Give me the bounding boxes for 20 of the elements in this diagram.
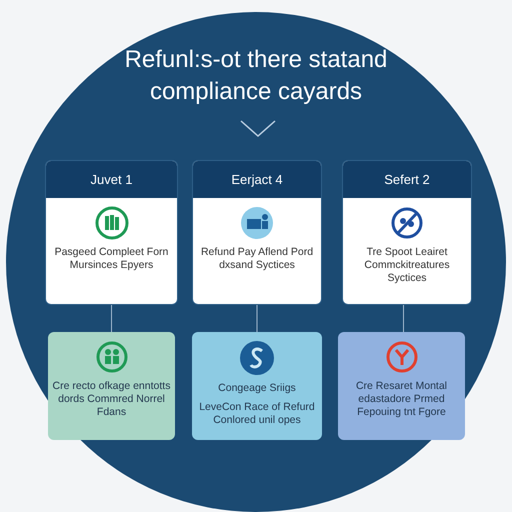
card-text: Tre Spoot Leairet Commckitreatures Syctices [363,246,451,285]
card-text: Congeage Sriigs [217,382,297,395]
card-text: Cre Resaret Montal edastadore Prmed Fepouing tnt Fgore [354,380,448,419]
card-text: Pasgeed Compleet Forn Mursinces Epyers [54,246,170,272]
connector-line [111,304,112,332]
detail-card [192,332,322,440]
card-heading: Juvet 1 [46,161,177,198]
detail-card [48,332,175,440]
step-card [192,160,322,305]
card-text: LeveCon Race of Refurd Conlored unil opes [198,401,316,427]
card-text: Refund Pay Aflend Pord dxsand Syctices [200,246,314,272]
connector-line [403,304,404,332]
card-text: Cre recto ofkage enntotts dords Commred Norrel Fdans [52,380,172,419]
connector-line [256,304,258,332]
detail-card [338,332,465,440]
step-card [342,160,472,305]
card-heading: Eerjact 4 [193,161,321,198]
title: Refunl:s-ot there statand compliance cayards [124,45,388,107]
step-card [45,160,178,305]
card-heading: Sefert 2 [343,161,471,198]
